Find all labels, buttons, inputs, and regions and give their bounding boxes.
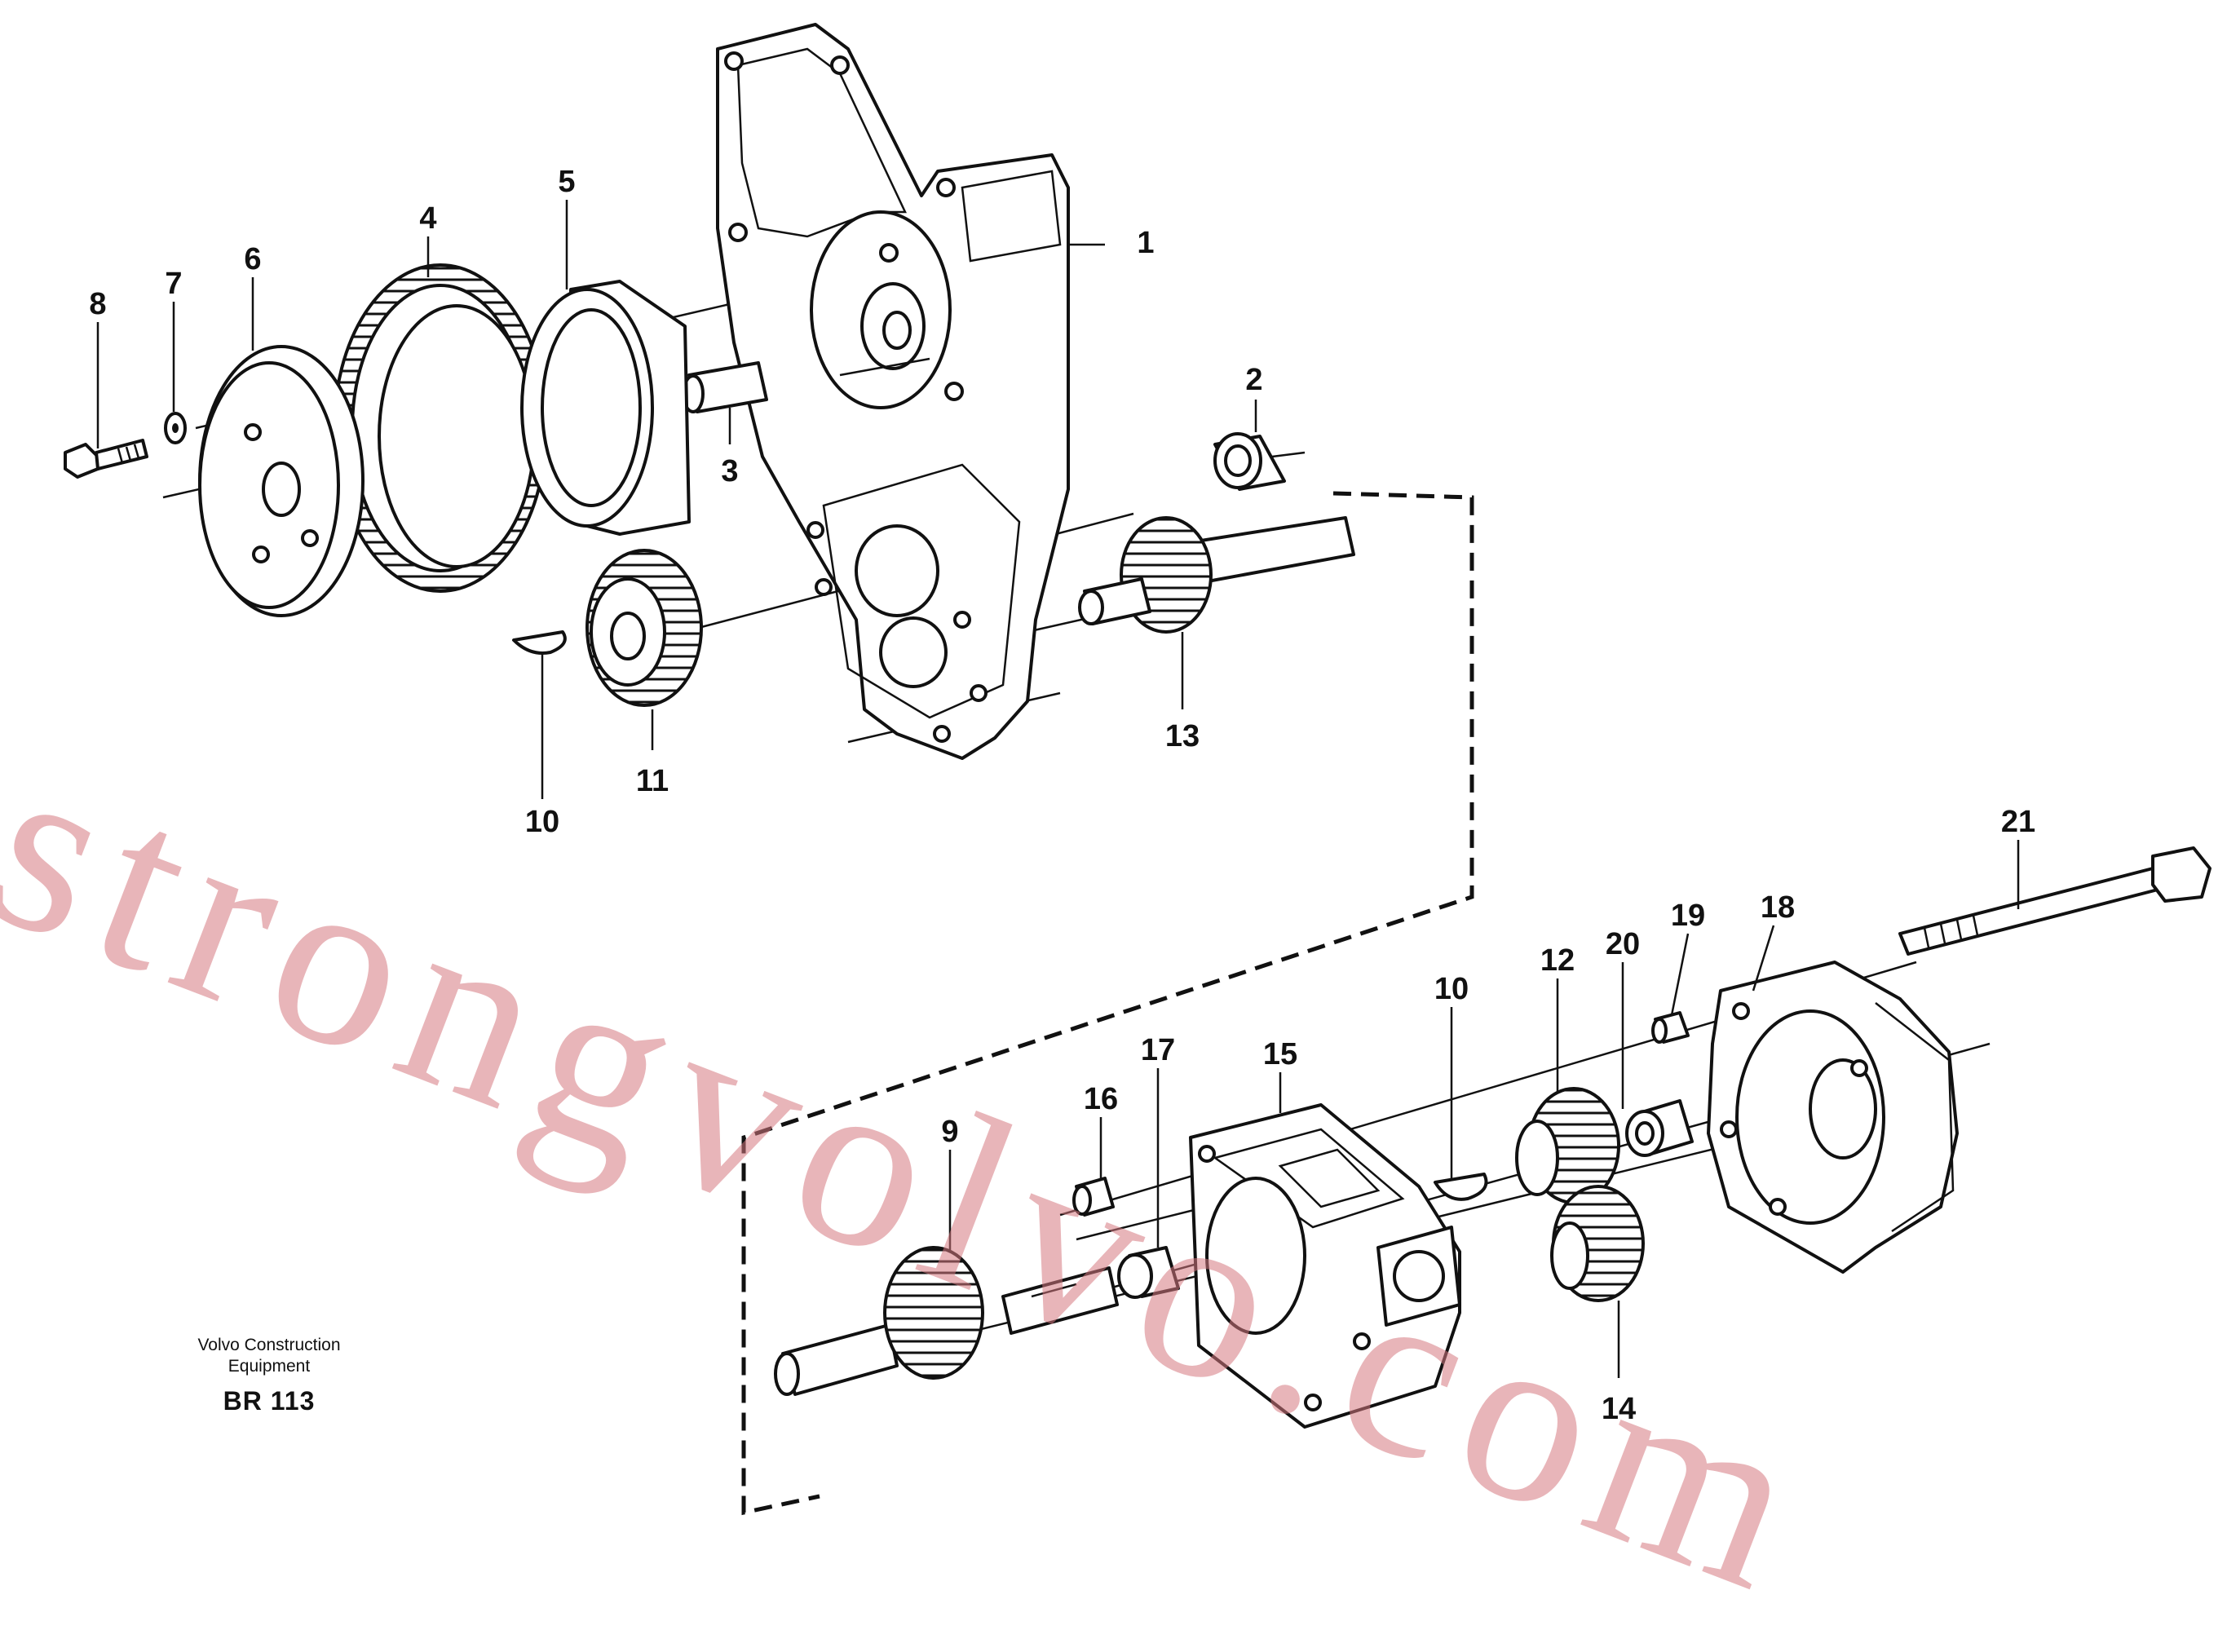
part-10-key-lower bbox=[1434, 1173, 1488, 1201]
oil-pump-exploded-diagram: 1 2 3 4 5 6 7 8 9 10 10 11 12 13 14 15 1… bbox=[64, 23, 2212, 1516]
callout-21: 21 bbox=[2001, 805, 2035, 839]
part-21-bolt bbox=[1898, 846, 2212, 956]
part-14-gear bbox=[1550, 1185, 1645, 1302]
callout-1: 1 bbox=[1137, 226, 1154, 260]
callout-8: 8 bbox=[89, 287, 106, 321]
part-8-bolt bbox=[64, 439, 148, 479]
callout-4: 4 bbox=[419, 201, 436, 236]
part-3-pin bbox=[682, 361, 768, 413]
part-18-pump-cover bbox=[1707, 961, 1959, 1274]
part-17-sleeve bbox=[1117, 1246, 1180, 1299]
callout-7: 7 bbox=[165, 267, 182, 301]
callout-11: 11 bbox=[636, 764, 669, 798]
part-9-shaft bbox=[774, 1246, 1119, 1396]
callout-13: 13 bbox=[1165, 719, 1200, 753]
callout-10-upper: 10 bbox=[525, 805, 559, 839]
caption-company-line2: Equipment bbox=[228, 1357, 311, 1376]
caption-company-line1: Volvo Construction bbox=[197, 1336, 341, 1354]
leader-lines bbox=[96, 200, 2020, 1378]
callout-18: 18 bbox=[1761, 890, 1795, 925]
part-19-dowel bbox=[1651, 1011, 1690, 1044]
callout-12: 12 bbox=[1540, 943, 1575, 978]
callout-labels: 1 2 3 4 5 6 7 8 9 10 10 11 12 13 14 15 1… bbox=[89, 165, 2035, 1426]
callout-10-lower: 10 bbox=[1434, 972, 1469, 1006]
part-6-hub bbox=[198, 345, 365, 617]
part-10-key-upper bbox=[512, 630, 567, 655]
callout-20: 20 bbox=[1606, 927, 1640, 961]
part-1-cover bbox=[716, 23, 1070, 760]
part-4-gear-ring bbox=[333, 263, 548, 593]
part-15-pump-body bbox=[1189, 1103, 1461, 1429]
callout-17: 17 bbox=[1141, 1033, 1175, 1067]
callout-15: 15 bbox=[1263, 1037, 1297, 1071]
callout-9: 9 bbox=[941, 1115, 958, 1149]
callout-2: 2 bbox=[1245, 363, 1262, 397]
part-7-washer bbox=[164, 412, 187, 444]
part-11-gear bbox=[585, 549, 703, 707]
callout-16: 16 bbox=[1084, 1082, 1118, 1116]
part-5-ring bbox=[520, 280, 691, 536]
part-2-bushing bbox=[1213, 432, 1286, 491]
callout-19: 19 bbox=[1671, 899, 1705, 933]
callout-3: 3 bbox=[721, 454, 738, 488]
part-16-dowel bbox=[1072, 1177, 1115, 1217]
callout-6: 6 bbox=[244, 242, 261, 276]
pump-group-outline bbox=[741, 491, 1474, 1516]
callout-5: 5 bbox=[558, 165, 575, 199]
part-13-drive-shaft bbox=[1078, 516, 1355, 634]
caption-diagram-code: BR 113 bbox=[223, 1386, 316, 1416]
callout-14: 14 bbox=[1602, 1392, 1636, 1426]
part-20-bushing bbox=[1625, 1099, 1694, 1157]
